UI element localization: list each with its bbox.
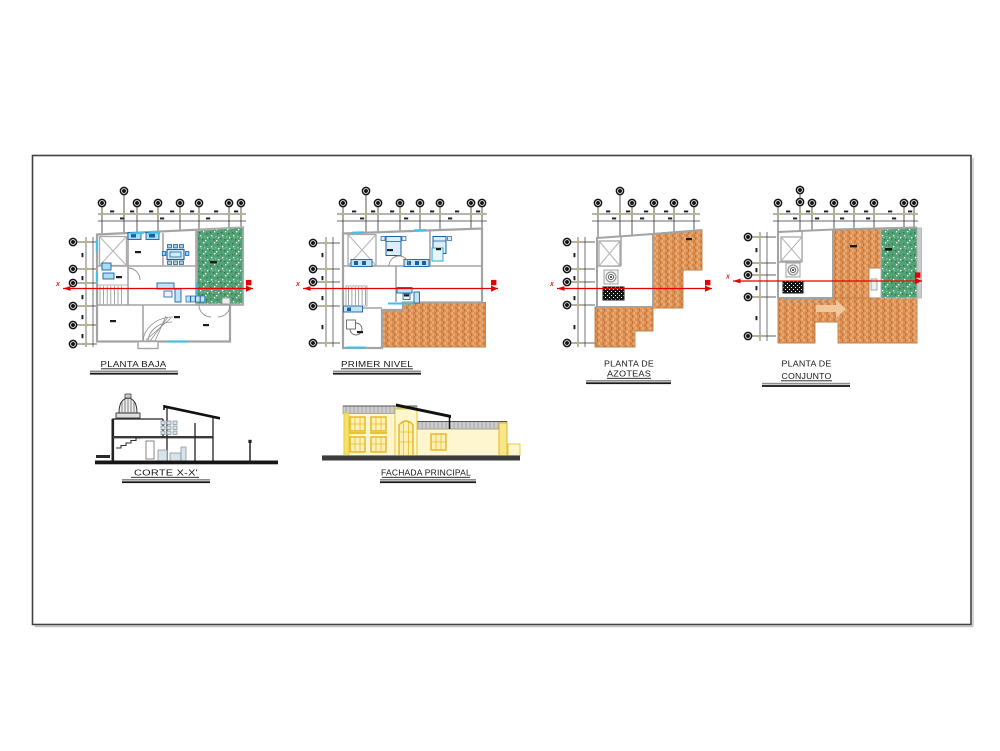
caption-planta-de-conjunto: PLANTA DE CONJUNTO (762, 360, 850, 387)
section-cut-line: X (55, 279, 253, 292)
fachada-title: FACHADA PRINCIPAL (381, 469, 471, 478)
cupola (115, 393, 141, 419)
right-block (414, 421, 521, 457)
section-label-x: X (55, 282, 60, 288)
interior-fixtures (96, 420, 187, 462)
roof-beam (396, 403, 451, 429)
corte-x-x-section (95, 393, 278, 465)
section-label-x: X (725, 275, 730, 281)
caption-fachada-principal: FACHADA PRINCIPAL (380, 469, 476, 484)
flag-pole (248, 439, 252, 461)
entry-tower (394, 408, 418, 457)
caption-planta-baja: PLANTA BAJA (90, 360, 178, 375)
ground-line (322, 455, 520, 461)
caption-planta-de-azoteas: PLANTA DE AZOTEAS (586, 360, 671, 385)
corte-title: CORTE X-X' (134, 469, 198, 478)
furniture-fixtures (343, 229, 452, 349)
planta-baja-plan: X (55, 186, 253, 350)
section-cut-line: X (725, 272, 922, 285)
sheet-border (31, 154, 974, 628)
azoteas-title-line2: AZOTEAS (607, 370, 651, 379)
conjunto-title-line2: CONJUNTO (782, 372, 832, 381)
stair-void-symbol (780, 236, 803, 262)
primer-nivel-title: PRIMER NIVEL (341, 360, 413, 369)
section-label-x: X (549, 282, 554, 288)
conjunto-title-line1: PLANTA DE (782, 360, 832, 369)
column-grid (68, 186, 246, 349)
skylight-grille-symbol (602, 286, 625, 301)
section-label-x: X (295, 282, 300, 288)
section-cut-line: X (549, 279, 712, 292)
section-cut-line: X (295, 279, 498, 292)
caption-corte-x-x: CORTE X-X' (122, 469, 210, 484)
dome-skylight-symbol (603, 269, 619, 285)
planta-de-conjunto-plan: X (725, 185, 922, 344)
column-grid (308, 186, 487, 348)
column-grid (562, 186, 700, 348)
fachada-principal-elevation (322, 403, 521, 461)
skylight-grille-symbol (782, 280, 804, 294)
planta-de-azoteas-plan: X (549, 186, 712, 348)
garden-hatch (196, 226, 244, 305)
primer-nivel-plan: X (295, 186, 498, 350)
ground-line (95, 460, 278, 465)
planta-baja-title: PLANTA BAJA (101, 360, 168, 369)
caption-primer-nivel: PRIMER NIVEL (333, 360, 421, 375)
furniture-fixtures (95, 231, 231, 343)
garden-hatch (880, 226, 922, 299)
dome-skylight-symbol (785, 262, 801, 278)
azoteas-title-line1: PLANTA DE (604, 360, 654, 369)
shed-roof (163, 405, 220, 420)
stair-void-symbol (598, 240, 621, 267)
